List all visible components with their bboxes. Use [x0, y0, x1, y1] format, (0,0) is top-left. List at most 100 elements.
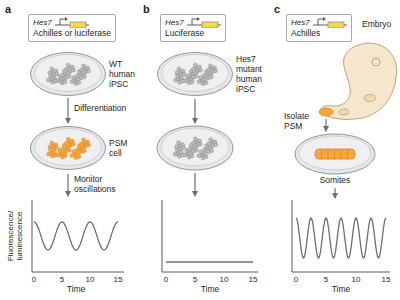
cell-colony [177, 67, 181, 71]
cell-colony [207, 68, 211, 72]
tick-label: 5 [193, 275, 197, 284]
cell-colony [199, 142, 203, 146]
axis-title: Time [67, 285, 86, 295]
process-arrow [67, 174, 68, 196]
cell-colony [197, 154, 201, 158]
cell-colony [75, 74, 79, 78]
reporter-name: Achilles [291, 28, 347, 38]
tick-label: 0 [164, 275, 168, 284]
cell-colony [87, 69, 91, 73]
somite-explant [315, 149, 355, 159]
dish-base [35, 129, 102, 166]
cell-colony [187, 147, 191, 151]
cell-colony [87, 143, 91, 147]
petri-dish [295, 134, 375, 174]
somite-boundary [334, 150, 335, 158]
tick-label: 10 [220, 275, 229, 284]
reporter-name: Achilles or luciferase [33, 28, 111, 38]
tick-label: 10 [86, 275, 95, 284]
cell-colony [82, 138, 86, 142]
cell-colony [180, 153, 184, 157]
dish-rim [31, 127, 106, 170]
process-arrow [334, 188, 335, 198]
gene-glyph [187, 17, 221, 28]
cell-colony [193, 63, 197, 67]
axis-title: Time [332, 285, 351, 295]
cell-colony [47, 78, 51, 82]
dish-base [161, 128, 229, 166]
cell-colony [60, 147, 64, 151]
cell-colony [54, 153, 58, 157]
cell-colony [194, 148, 198, 152]
cell-colony [66, 137, 70, 141]
gene-row: Hes7 [291, 17, 347, 28]
cell-colony [55, 146, 59, 150]
dish-base [299, 136, 371, 170]
cell-colony [174, 78, 178, 82]
cell-colony [204, 81, 208, 85]
cell-colony [198, 68, 202, 72]
cell-colony [197, 80, 201, 84]
gene-name: Hes7 [165, 18, 184, 28]
cell-colony [82, 149, 86, 153]
gene-row: Hes7 [33, 17, 111, 28]
somite-boundary [341, 150, 342, 158]
cell-colony [189, 69, 193, 73]
flat-trace [166, 261, 253, 262]
cell-colony [182, 72, 186, 76]
cell-colony [80, 68, 84, 72]
step-label: Monitor oscillations [74, 175, 126, 195]
dish-drawing [157, 52, 233, 96]
cell-colony [177, 141, 181, 145]
process-arrow [325, 119, 326, 131]
somite-boundary [347, 150, 348, 158]
cell-colony [62, 143, 66, 147]
step-label: Isolate PSM [284, 112, 318, 132]
tick-label: 15 [382, 275, 391, 284]
dish-rim [158, 53, 233, 96]
cell-colony [70, 154, 74, 158]
cell-colony [175, 145, 179, 149]
gene-glyph [55, 17, 89, 28]
cell-colony [50, 141, 54, 145]
arrow-line [67, 98, 68, 119]
cell-colony [66, 63, 70, 67]
cell-colony [175, 148, 179, 152]
axis-title: Time [201, 285, 220, 295]
reporter-construct: Hes7Achilles or luciferase [28, 14, 116, 42]
dish-rim [295, 134, 375, 174]
gene-glyph [313, 17, 347, 28]
cell-colony [72, 76, 76, 80]
petri-dish: PSM cell [30, 126, 137, 170]
cell-colony [209, 138, 213, 142]
cell-colony [77, 81, 81, 85]
chart-axis [162, 200, 258, 272]
dish-base [162, 55, 229, 92]
chart-axis [292, 200, 390, 272]
cell-colony [62, 69, 66, 73]
cell-colony [82, 64, 86, 68]
cell-colony [207, 142, 211, 146]
panel-letter: c [274, 3, 280, 16]
reporter-gene [328, 22, 344, 28]
cell-colony [72, 150, 76, 154]
cell-colony [71, 68, 75, 72]
reporter-name: Luciferase [165, 28, 221, 38]
cell-colony [71, 142, 75, 146]
cell-colony [50, 67, 54, 71]
panel-letter: a [5, 3, 11, 16]
gene-row: Hes7 [165, 17, 221, 28]
cell-colony [67, 148, 71, 152]
cell-colony [173, 152, 177, 156]
oscillation-trace [34, 222, 118, 250]
process-arrow [65, 98, 71, 124]
embryo-eye [372, 58, 380, 66]
tick-label: 5 [324, 275, 328, 284]
dish-rim [31, 53, 106, 96]
psm-tissue [319, 108, 333, 116]
cell-colony [190, 154, 194, 158]
cell-colony [181, 79, 185, 83]
petri-dish [157, 126, 233, 170]
cell-colony [187, 73, 191, 77]
cell-label: Hes7 mutant human iPSC [236, 54, 269, 94]
